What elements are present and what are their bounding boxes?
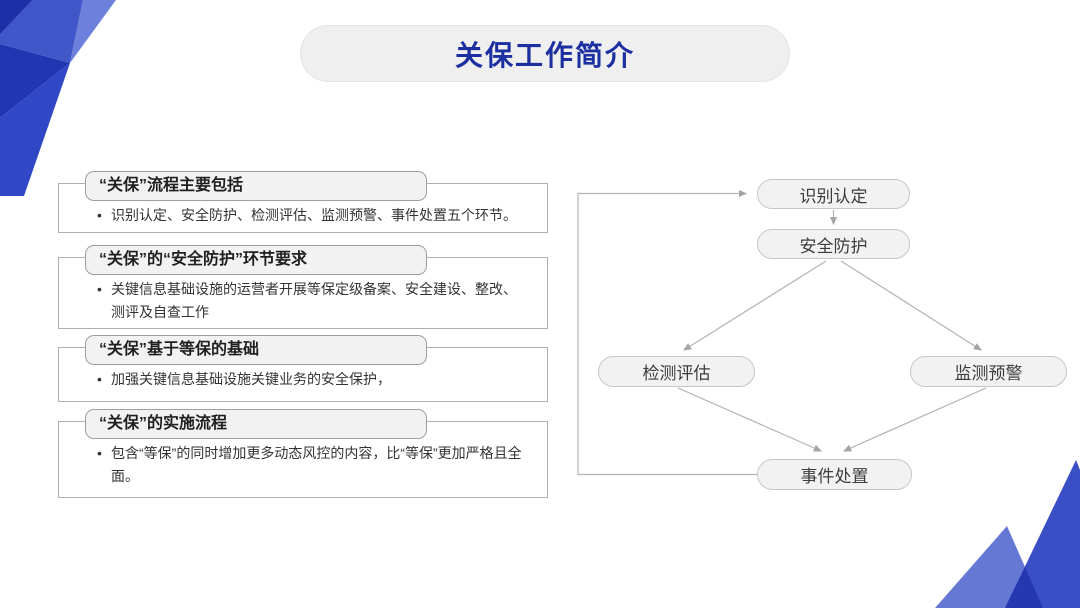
info-box-body: • 识别认定、安全防护、检测评估、监测预警、事件处置五个环节。	[97, 204, 523, 227]
info-box-body: • 关键信息基础设施的运营者开展等保定级备案、安全建设、整改、测评及自查工作	[97, 278, 523, 324]
info-box-body: • 包含“等保”的同时增加更多动态风控的内容，比“等保”更加严格且全面。	[97, 442, 523, 488]
info-box-bullet: 识别认定、安全防护、检测评估、监测预警、事件处置五个环节。	[111, 207, 517, 223]
bullet-icon: •	[97, 371, 102, 387]
flow-node-monitor: 监测预警	[910, 356, 1067, 387]
arrow-incident-to-identify-feedback	[577, 189, 757, 476]
info-box-bullet: 包含“等保”的同时增加更多动态风控的内容，比“等保”更加严格且全面。	[111, 445, 522, 484]
flow-node-label: 识别认定	[799, 186, 868, 206]
info-box-header: “关保”基于等保的基础	[85, 335, 427, 365]
flow-node-label: 检测评估	[642, 364, 711, 383]
flow-node-assess: 检测评估	[598, 356, 755, 387]
flow-node-protect: 安全防护	[757, 229, 910, 259]
info-box-header: “关保”流程主要包括	[85, 171, 427, 201]
flow-node-incident: 事件处置	[757, 459, 912, 490]
slide-title-pill: 关保工作简介	[300, 25, 790, 82]
arrow-monitor-to-incident	[842, 387, 987, 452]
info-box-bullet: 关键信息基础设施的运营者开展等保定级备案、安全建设、整改、测评及自查工作	[111, 281, 517, 320]
info-box-header-label: “关保”流程主要包括	[99, 177, 244, 194]
flow-node-label: 事件处置	[800, 467, 869, 486]
bullet-icon: •	[97, 281, 102, 297]
info-box-header: “关保”的实施流程	[85, 409, 427, 439]
info-box-implementation-process: “关保”的实施流程 • 包含“等保”的同时增加更多动态风控的内容，比“等保”更加…	[58, 409, 548, 498]
corner-decoration-top-left	[0, 0, 116, 196]
arrow-assess-to-incident	[677, 387, 823, 452]
flow-node-label: 安全防护	[799, 236, 868, 256]
info-box-header-label: “关保”基于等保的基础	[99, 341, 260, 358]
info-box-header-label: “关保”的“安全防护”环节要求	[99, 251, 308, 268]
arrow-protect-to-monitor	[840, 260, 983, 351]
info-box-security-protection-requirements: “关保”的“安全防护”环节要求 • 关键信息基础设施的运营者开展等保定级备案、安…	[58, 245, 548, 329]
info-box-header: “关保”的“安全防护”环节要求	[85, 245, 427, 275]
corner-decoration-bottom-right	[935, 460, 1080, 608]
flow-node-identify: 识别认定	[757, 179, 910, 209]
bullet-icon: •	[97, 445, 102, 461]
bullet-icon: •	[97, 207, 102, 223]
info-box-based-on-classified-protection: “关保”基于等保的基础 • 加强关键信息基础设施关键业务的安全保护，	[58, 335, 548, 402]
info-box-body: • 加强关键信息基础设施关键业务的安全保护，	[97, 368, 523, 391]
info-box-process-overview: “关保”流程主要包括 • 识别认定、安全防护、检测评估、监测预警、事件处置五个环…	[58, 171, 548, 233]
flow-node-label: 监测预警	[954, 364, 1023, 383]
info-box-header-label: “关保”的实施流程	[99, 415, 228, 432]
slide-title: 关保工作简介	[454, 39, 635, 71]
arrow-protect-to-assess	[682, 260, 827, 351]
info-box-bullet: 加强关键信息基础设施关键业务的安全保护，	[111, 371, 391, 387]
